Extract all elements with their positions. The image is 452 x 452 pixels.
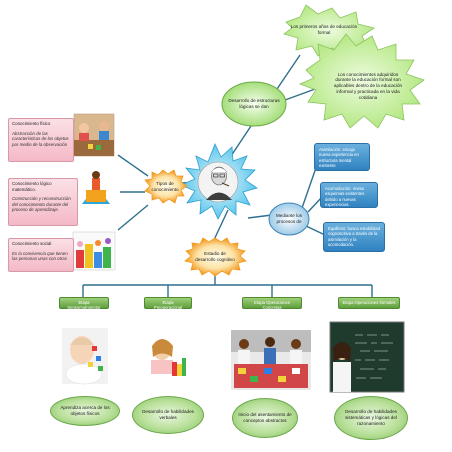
process-acomodacion: Acomodación: revisa esquemas existentes … <box>320 182 378 208</box>
stage-oval-2: Desarrollo de habilidades verbales <box>132 396 204 434</box>
connector-lines <box>82 54 373 297</box>
photo-stacking-toy <box>79 168 113 206</box>
estadio-starburst <box>184 237 247 277</box>
photo-colorful-toys <box>72 231 116 271</box>
process-asimilacion: Asimilación: encaja nueva experiencia en… <box>314 143 370 171</box>
stage-tab-1: Etapa Sensomotromotor <box>59 297 109 310</box>
stage-oval-4: Desarrollo de habilidades sistemáticas y… <box>334 396 408 440</box>
node-estadio: Estadio de desarrollo cognitivo <box>195 251 235 262</box>
stage-tab-2: Etapa Preoperacional <box>144 297 192 310</box>
stage-tab-3: Etapa Operaciones Concretas <box>242 297 302 310</box>
photo-baby <box>62 328 108 385</box>
cloud-primeros-anos-text: Los primeros años de educación formal <box>290 24 358 35</box>
knowledge-desc: Abstracción de las características de lo… <box>12 130 69 147</box>
process-equilibrio: Equilibrio: busca estabilidad cognosciti… <box>323 222 385 252</box>
cloud-conocimientos <box>298 33 425 129</box>
stage-oval-1: Aprendiza acerca de los objetos físicos <box>50 396 120 426</box>
photo-children-table <box>73 113 115 157</box>
knowledge-box-fisico: Conocimiento físico Abstracción de las c… <box>8 118 74 162</box>
cloud-conocimientos-text: Los conocimientos adquiridos durante la … <box>333 71 403 100</box>
knowledge-title: Conocimiento lógico matemático. <box>12 181 52 192</box>
knowledge-title: Conocimiento físico <box>12 121 51 126</box>
tipos-starburst <box>144 169 188 204</box>
knowledge-box-logico: Conocimiento lógico matemático. Construc… <box>8 178 78 226</box>
stage-oval-3: Inicio del asentamiento de conceptos abs… <box>232 398 298 438</box>
knowledge-desc: Es la convivencia que tienen las persona… <box>12 250 68 262</box>
oval-mediante <box>268 202 310 236</box>
knowledge-box-social: Conocimiento social Es la convivencia qu… <box>8 238 74 272</box>
photo-girl-blocks <box>148 336 186 380</box>
stage-tab-4: Etapa Operaciones formales <box>338 297 400 309</box>
node-mediante: Mediante los procesos de <box>275 213 303 224</box>
photo-chalkboard <box>329 321 405 393</box>
knowledge-title: Conocimiento social <box>12 241 52 246</box>
oval-desarrollo-estructuras <box>221 81 287 127</box>
photo-children-board <box>231 330 311 390</box>
knowledge-desc: Construcción y reconstrucción del conoci… <box>12 196 71 212</box>
node-desarrollo-estructuras: Desarrollo de estructuras lógicas se dan <box>228 98 280 109</box>
portrait-figure <box>206 166 232 200</box>
node-tipos: Tipos de conocimiento <box>151 181 179 192</box>
